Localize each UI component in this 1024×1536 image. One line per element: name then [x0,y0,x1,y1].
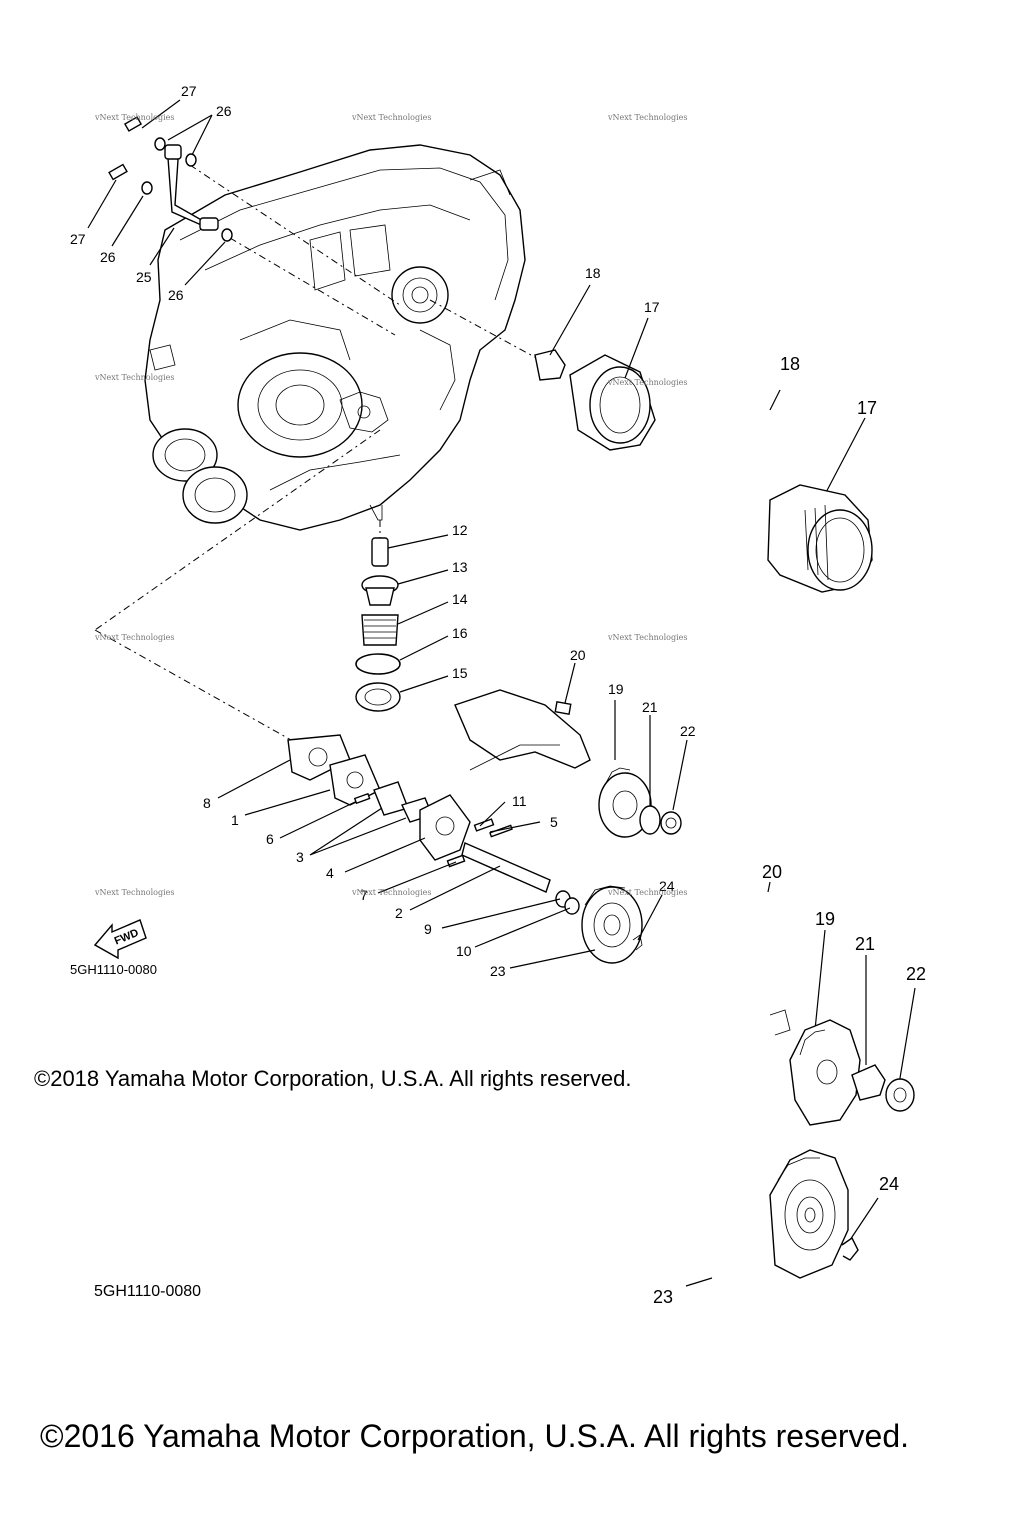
callout-11: 11 [512,793,527,809]
oil-delivery-pipe [108,116,233,242]
watermark: vNext Technologies [607,378,687,387]
copyright-inner: ©2018 Yamaha Motor Corporation, U.S.A. A… [34,1066,632,1091]
callout-19: 19 [608,681,624,697]
watermark: vNext Technologies [351,113,431,122]
callout-4: 4 [326,865,334,881]
diagram-code-inner: 5GH1110-0080 [70,962,157,977]
watermark: vNext Technologies [94,373,174,382]
callout-15: 15 [452,665,468,681]
callout-17: 17 [644,299,660,315]
callout-13: 13 [452,559,468,575]
enlarged-callout-19: 19 [815,909,835,929]
leader-lines [87,99,688,969]
enlarged-oil-filter [767,389,873,593]
fwd-arrow: FWD [93,919,147,960]
callout-7: 7 [360,887,368,903]
callout-6: 6 [266,831,274,847]
watermark: vNext Technologies [351,888,431,897]
callout-18: 18 [585,265,601,281]
callout-22: 22 [680,723,696,739]
callout-27-left: 27 [70,231,86,247]
watermark: vNext Technologies [94,633,174,642]
oil-pump-assembly [287,734,580,915]
callout-27-top: 27 [181,83,197,99]
enlarged-callout-22: 22 [906,964,926,984]
copyright-outer: ©2016 Yamaha Motor Corporation, U.S.A. A… [40,1418,910,1454]
callout-25: 25 [136,269,152,285]
enlarged-callout-21: 21 [855,934,875,954]
callout-26-top: 26 [216,103,232,119]
oil-filter-small [534,349,656,451]
callout-numbers: 27 26 27 26 25 26 18 17 12 13 14 16 15 2… [70,83,696,979]
watermark: vNext Technologies [607,113,687,122]
callout-24: 24 [659,878,675,894]
enlarged-gears: 18 17 20 19 21 22 24 23 [653,354,926,1307]
enlarged-callout-24: 24 [879,1174,899,1194]
watermark: vNext Technologies [94,888,174,897]
callout-16: 16 [452,625,468,641]
callout-26-left: 26 [100,249,116,265]
callout-2: 2 [395,905,403,921]
watermark: vNext Technologies [94,113,174,122]
enlarged-callout-20: 20 [762,862,782,882]
callout-23: 23 [490,963,506,979]
watermark: vNext Technologies [607,888,687,897]
enlarged-callout-18: 18 [780,354,800,374]
callout-26-bottom: 26 [168,287,184,303]
callout-3: 3 [296,849,304,865]
enlarged-callout-17: 17 [857,398,877,418]
watermark: vNext Technologies [607,633,687,642]
enlarged-callout-23: 23 [653,1287,673,1307]
crankcase [144,144,526,531]
callout-9: 9 [424,921,432,937]
callout-12: 12 [452,522,468,538]
callout-10: 10 [456,943,472,959]
assembly-lines [94,164,541,746]
callout-5: 5 [550,814,558,830]
callout-21: 21 [642,699,658,715]
diagram-code-outer: 5GH1110-0080 [94,1283,202,1300]
pump-drive-gears [454,689,682,964]
relief-valve-stack [355,537,401,712]
watermarks: vNext Technologies vNext Technologies vN… [94,113,687,897]
callout-20: 20 [570,647,586,663]
callout-8: 8 [203,795,211,811]
callout-1: 1 [231,812,239,828]
callout-14: 14 [452,591,468,607]
